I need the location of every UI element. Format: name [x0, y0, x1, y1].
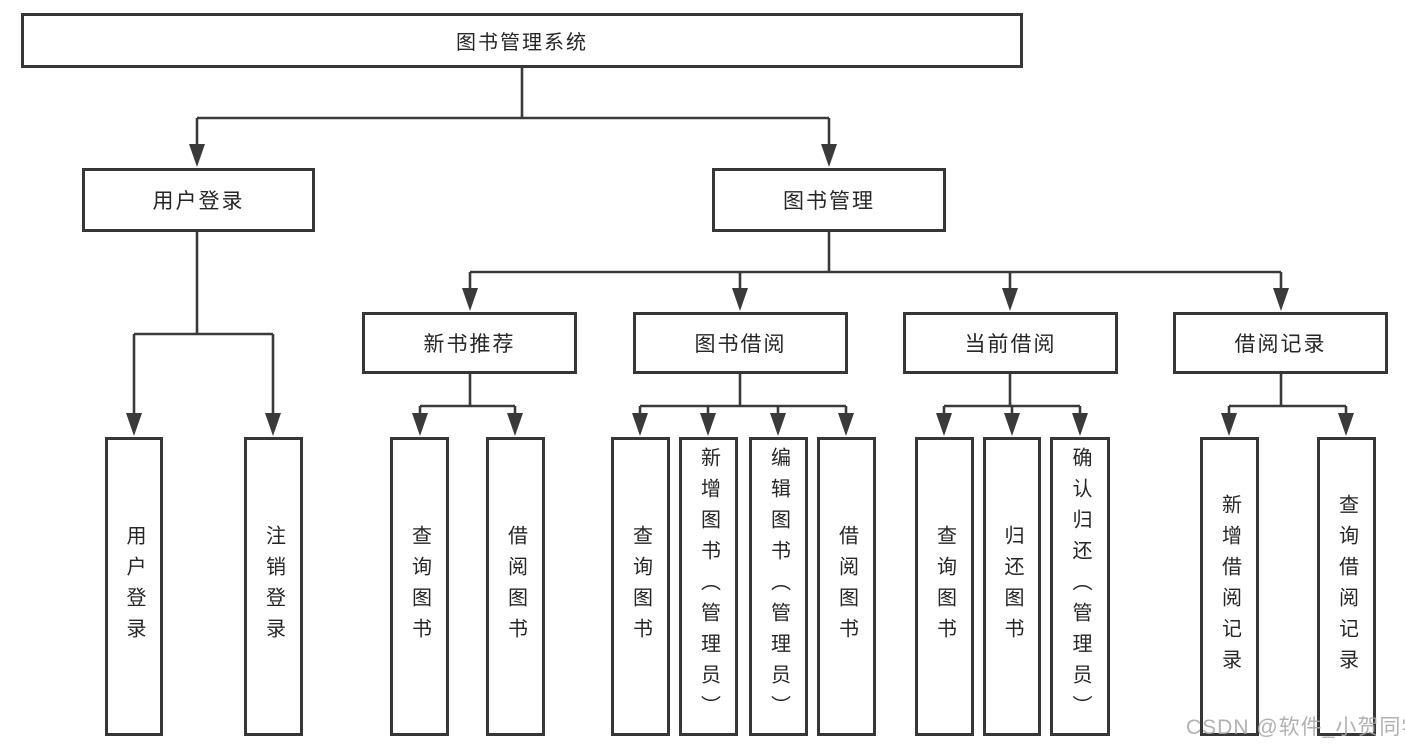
- node-label: 当前借阅: [964, 333, 1057, 356]
- arrowheads: [126, 144, 1354, 436]
- node-leaf-edit-book-admin: 编辑图书（管理员）: [749, 437, 808, 736]
- node-system-root: 图书管理系统: [21, 13, 1023, 68]
- node-label: 新增图书（管理员）: [697, 447, 720, 726]
- node-leaf-query-borrow-record: 查询借阅记录: [1317, 437, 1376, 736]
- node-label: 归还图书: [1001, 524, 1023, 649]
- node-borrowing-records: 借阅记录: [1173, 312, 1388, 374]
- node-label: 新书推荐: [423, 333, 516, 356]
- node-label: 确认归还（管理员）: [1069, 447, 1091, 726]
- node-label: 查询图书: [629, 524, 652, 649]
- node-label: 用户登录: [123, 524, 145, 649]
- node-label: 注销登录: [262, 524, 285, 649]
- node-label: 图书管理系统: [456, 32, 588, 54]
- node-leaf-query-books-current: 查询图书: [915, 437, 974, 736]
- node-user-login-branch: 用户登录: [82, 168, 315, 232]
- node-label: 借阅记录: [1234, 333, 1327, 356]
- node-leaf-return-book: 归还图书: [983, 437, 1041, 736]
- node-leaf-add-borrow-record: 新增借阅记录: [1200, 437, 1259, 736]
- node-label: 用户登录: [152, 190, 245, 213]
- node-label: 查询借阅记录: [1335, 493, 1358, 680]
- node-label: 借阅图书: [504, 524, 527, 649]
- node-leaf-borrow-books-recommend: 借阅图书: [486, 437, 545, 736]
- node-leaf-confirm-return-admin: 确认归还（管理员）: [1050, 437, 1110, 736]
- node-book-management: 图书管理: [712, 168, 946, 232]
- node-label: 图书管理: [783, 190, 875, 213]
- node-leaf-borrow-books: 借阅图书: [817, 437, 876, 736]
- connector-stems: [132, 68, 1348, 431]
- csdn-watermark: CSDN @软件_小贺同学: [1186, 716, 1405, 739]
- node-label: 查询图书: [933, 524, 956, 649]
- node-leaf-query-books-borrow: 查询图书: [611, 437, 670, 736]
- node-leaf-user-login: 用户登录: [105, 437, 163, 736]
- node-label: 编辑图书（管理员）: [767, 447, 790, 726]
- node-leaf-logout: 注销登录: [244, 437, 303, 736]
- node-label: 借阅图书: [835, 524, 858, 649]
- node-leaf-query-books-recommend: 查询图书: [390, 437, 449, 736]
- node-label: 图书借阅: [694, 333, 787, 356]
- node-new-book-recommend: 新书推荐: [362, 312, 577, 374]
- node-book-borrowing: 图书借阅: [633, 312, 848, 374]
- node-label: 查询图书: [408, 524, 431, 649]
- node-label: 新增借阅记录: [1218, 493, 1241, 680]
- node-current-borrowing: 当前借阅: [903, 312, 1118, 374]
- node-leaf-add-book-admin: 新增图书（管理员）: [679, 437, 738, 736]
